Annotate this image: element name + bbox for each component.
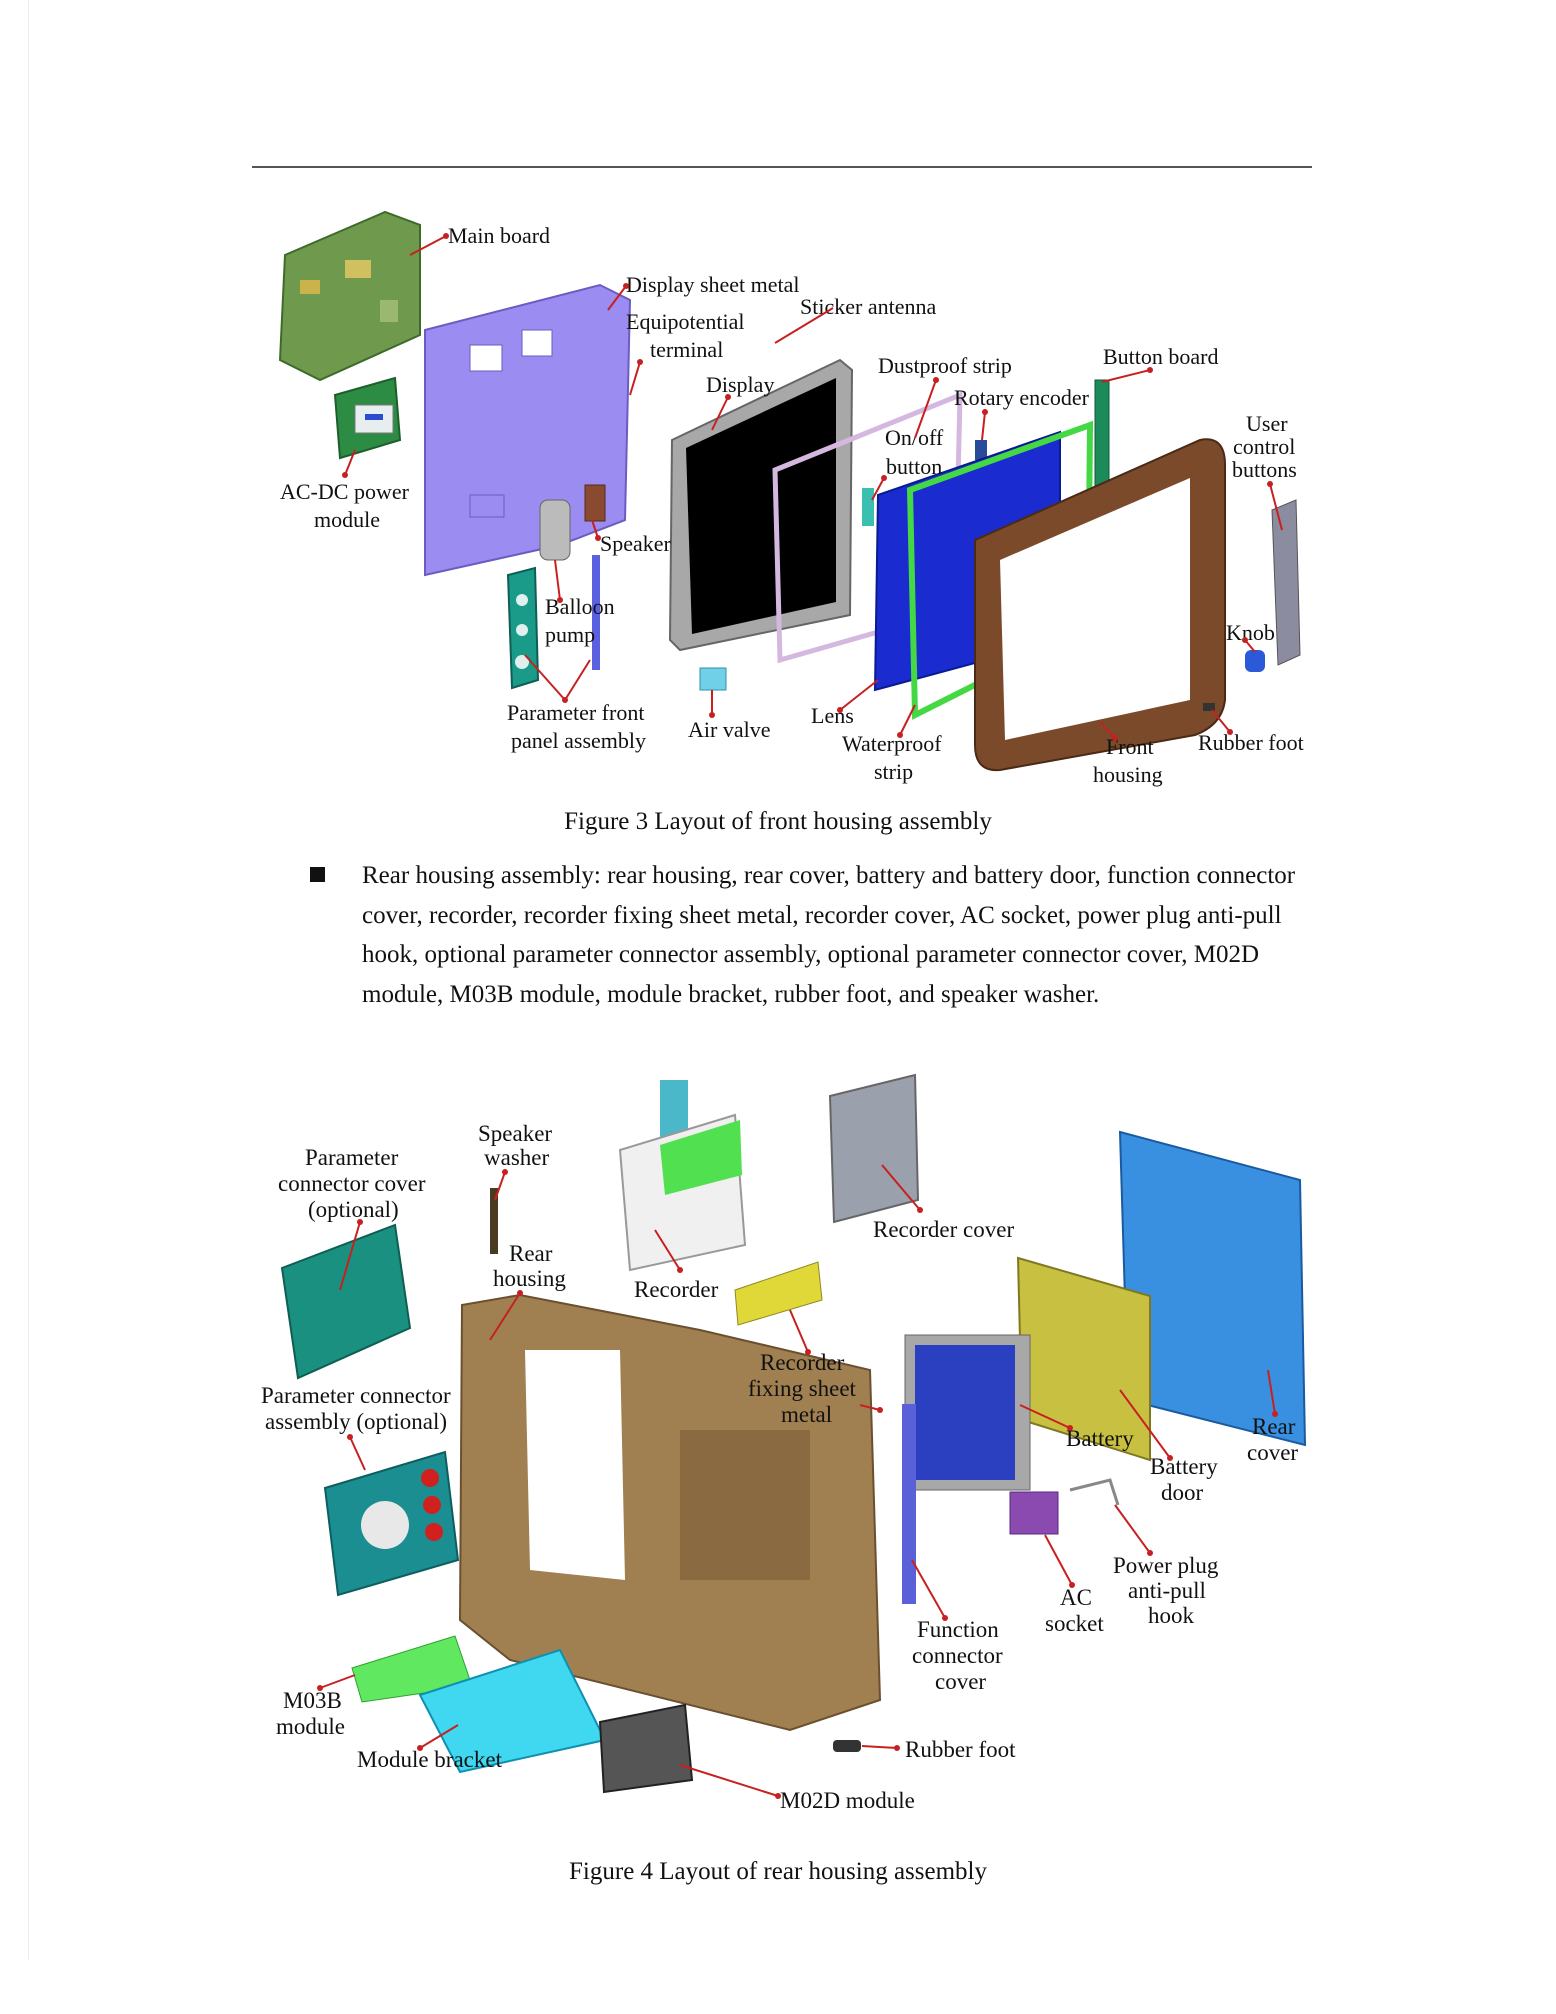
label-rear-cover-2: cover bbox=[1247, 1440, 1298, 1465]
label-user-control-2: control bbox=[1233, 434, 1295, 459]
label-ac-socket-2: socket bbox=[1045, 1611, 1104, 1636]
label-rear-housing-2: housing bbox=[493, 1266, 566, 1291]
label-onoff-2: button bbox=[886, 454, 942, 479]
label-ac-socket-1: AC bbox=[1060, 1585, 1092, 1610]
label-speaker-washer-1: Speaker bbox=[478, 1121, 552, 1146]
label-battery-door-1: Battery bbox=[1150, 1454, 1218, 1479]
label-recorder-fix-3: metal bbox=[781, 1402, 832, 1427]
label-acdc-1: AC-DC power bbox=[280, 479, 410, 504]
label-button-board: Button board bbox=[1103, 344, 1219, 369]
speaker-part bbox=[584, 484, 606, 522]
bullet-square-icon bbox=[310, 867, 325, 882]
label-function-3: cover bbox=[935, 1669, 986, 1694]
m02d-module-part bbox=[598, 1703, 694, 1794]
recorder-cover-part bbox=[828, 1073, 920, 1224]
figure-4-caption: Figure 4 Layout of rear housing assembly bbox=[569, 1858, 987, 1885]
figure-4-rear-housing-diagram: Parameter connector cover (optional) Spe… bbox=[261, 1073, 1307, 1813]
power-plug-hook-part bbox=[1069, 1478, 1120, 1506]
label-speaker-washer-2: washer bbox=[484, 1145, 549, 1170]
parameter-connector-cover-part bbox=[280, 1223, 412, 1380]
label-waterproof-1: Waterproof bbox=[842, 731, 942, 756]
label-knob: Knob bbox=[1226, 620, 1275, 645]
label-display-sheet-metal: Display sheet metal bbox=[626, 272, 800, 297]
label-display: Display bbox=[706, 372, 774, 397]
label-user-control-1: User bbox=[1246, 411, 1288, 436]
ac-socket-part bbox=[1009, 1491, 1059, 1535]
label-balloon-1: Balloon bbox=[545, 594, 615, 619]
battery-part bbox=[904, 1334, 1031, 1491]
recorder-part bbox=[618, 1080, 747, 1272]
figure-3-front-housing-diagram: Main board Display sheet metal Sticker a… bbox=[278, 210, 1304, 787]
label-speaker: Speaker bbox=[600, 531, 672, 556]
label-function-2: connector bbox=[912, 1643, 1003, 1668]
page-edge bbox=[28, 0, 29, 1960]
rotary-encoder-part bbox=[975, 440, 987, 460]
rear-housing-part bbox=[458, 1293, 882, 1732]
label-front-housing-2: housing bbox=[1093, 762, 1163, 787]
bullet-text: Rear housing assembly: rear housing, rea… bbox=[362, 862, 1296, 1008]
label-equipotential-2: terminal bbox=[650, 337, 723, 362]
label-param-cover-2: connector cover bbox=[278, 1171, 426, 1196]
label-module-bracket: Module bracket bbox=[357, 1747, 503, 1772]
parameter-connector-assembly-part bbox=[323, 1450, 460, 1597]
label-equipotential-1: Equipotential bbox=[626, 309, 745, 334]
label-power-plug-2: anti-pull bbox=[1128, 1578, 1206, 1603]
label-m03b-2: module bbox=[276, 1714, 345, 1739]
label-recorder-cover: Recorder cover bbox=[873, 1217, 1014, 1242]
knob-part bbox=[1245, 650, 1265, 672]
rubber-foot-part-rear bbox=[833, 1740, 861, 1752]
leader-lines-fig4 bbox=[317, 1164, 1278, 1799]
parameter-front-panel-part bbox=[506, 499, 600, 690]
label-m02d: M02D module bbox=[780, 1788, 915, 1813]
label-recorder-fix-2: fixing sheet bbox=[748, 1376, 857, 1401]
label-param-assy-1: Parameter connector bbox=[261, 1383, 451, 1408]
label-param-cover-3: (optional) bbox=[308, 1197, 399, 1222]
label-dustproof-strip: Dustproof strip bbox=[878, 353, 1012, 378]
label-rear-housing-1: Rear bbox=[509, 1241, 553, 1266]
label-param-assy-2: assembly (optional) bbox=[265, 1409, 447, 1434]
recorder-fixing-sheet-metal-part bbox=[734, 1261, 823, 1326]
ac-dc-power-module-part bbox=[333, 376, 402, 460]
figure-3-caption: Figure 3 Layout of front housing assembl… bbox=[564, 808, 992, 835]
label-power-plug-1: Power plug bbox=[1113, 1553, 1219, 1578]
label-acdc-2: module bbox=[314, 507, 380, 532]
display-part bbox=[668, 358, 854, 652]
main-board-part bbox=[278, 210, 421, 382]
label-recorder: Recorder bbox=[634, 1277, 719, 1302]
front-housing-part bbox=[974, 438, 1226, 772]
speaker-washer-part bbox=[490, 1188, 498, 1254]
label-rotary-encoder: Rotary encoder bbox=[954, 385, 1090, 410]
rubber-foot-part-front bbox=[1203, 703, 1215, 711]
function-connector-cover-part bbox=[902, 1404, 916, 1604]
label-param-front-1: Parameter front bbox=[507, 700, 644, 725]
label-power-plug-3: hook bbox=[1148, 1603, 1195, 1628]
label-recorder-fix-1: Recorder bbox=[760, 1350, 845, 1375]
label-waterproof-2: strip bbox=[874, 759, 913, 784]
label-rubber-foot-front: Rubber foot bbox=[1198, 730, 1304, 755]
label-user-control-3: buttons bbox=[1232, 457, 1297, 482]
label-balloon-2: pump bbox=[545, 622, 595, 647]
label-rubber-foot-rear: Rubber foot bbox=[905, 1737, 1016, 1762]
label-m03b-1: M03B bbox=[283, 1688, 342, 1713]
leader-lines-fig3 bbox=[342, 233, 1283, 741]
label-function-1: Function bbox=[917, 1617, 999, 1642]
label-main-board: Main board bbox=[448, 223, 550, 248]
label-param-cover-1: Parameter bbox=[305, 1145, 399, 1170]
display-sheet-metal-part bbox=[424, 283, 632, 577]
label-lens: Lens bbox=[811, 703, 854, 728]
on-off-button-part bbox=[862, 488, 874, 526]
user-control-buttons-part bbox=[1271, 499, 1301, 666]
label-battery-door-2: door bbox=[1161, 1480, 1204, 1505]
label-rear-cover-1: Rear bbox=[1252, 1414, 1296, 1439]
label-battery: Battery bbox=[1066, 1426, 1134, 1451]
label-air-valve: Air valve bbox=[688, 717, 770, 742]
header-rule bbox=[252, 166, 1312, 168]
label-param-front-2: panel assembly bbox=[511, 728, 646, 753]
